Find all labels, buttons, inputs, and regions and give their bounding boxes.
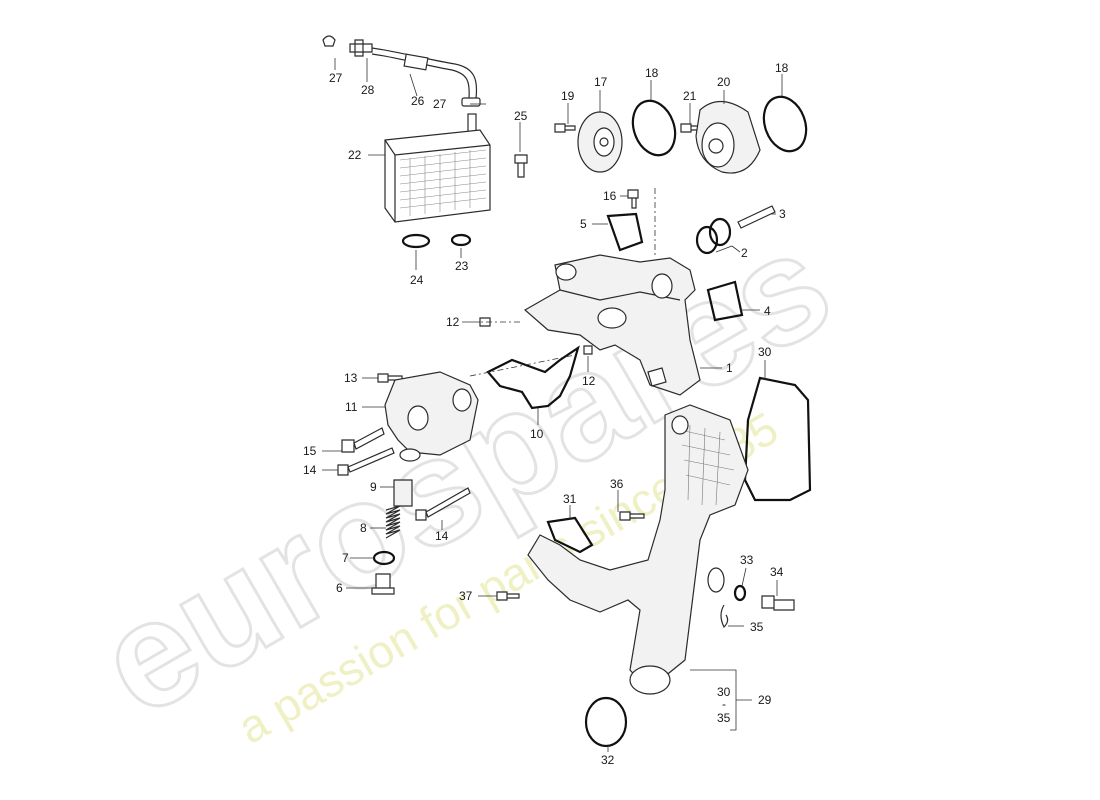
- oil-cooler[interactable]: [384, 129, 491, 223]
- callout-14-right: 14: [435, 529, 449, 543]
- center-line: [469, 188, 656, 377]
- callout-5: 5: [580, 217, 587, 231]
- gasket-4[interactable]: [706, 280, 744, 322]
- oil-cooler-group: [322, 35, 528, 249]
- cooler-seal-ring-24[interactable]: [401, 233, 431, 249]
- callout-31: 31: [563, 492, 577, 506]
- screw-36[interactable]: [619, 511, 645, 521]
- callout-17: 17: [594, 75, 608, 89]
- callout-25: 25: [514, 109, 528, 123]
- range-separator: -: [722, 697, 726, 711]
- pin-3[interactable]: [737, 205, 776, 229]
- callout-21: 21: [683, 89, 697, 103]
- screw-37[interactable]: [496, 591, 520, 601]
- callout-27-top: 27: [329, 71, 343, 85]
- hose-clamp-top[interactable]: [322, 35, 336, 47]
- screw-19[interactable]: [554, 123, 576, 133]
- callout-33: 33: [740, 553, 754, 567]
- callout-4: 4: [764, 304, 771, 318]
- callout-22: 22: [348, 148, 362, 162]
- callout-11: 11: [345, 400, 358, 414]
- callout-12-left: 12: [446, 315, 460, 329]
- callout-labels: 27 28 26 27 22 25 24 23 19 17 18 21 20 1…: [303, 61, 789, 767]
- callout-28: 28: [361, 83, 375, 97]
- screw-16[interactable]: [627, 189, 639, 209]
- range-to-35: 35: [717, 711, 731, 725]
- o-ring-18a[interactable]: [626, 95, 683, 161]
- gasket-30[interactable]: [743, 376, 812, 502]
- oil-hose[interactable]: [371, 47, 478, 99]
- cooler-seal-ring-23[interactable]: [450, 233, 472, 247]
- hose-clamp-lower[interactable]: [461, 97, 481, 107]
- gasket-10[interactable]: [486, 345, 580, 410]
- callout-12-right: 12: [582, 374, 596, 388]
- callout-15: 15: [303, 444, 317, 458]
- callout-6: 6: [336, 581, 343, 595]
- callout-16: 16: [603, 189, 617, 203]
- callout-13: 13: [344, 371, 358, 385]
- o-ring-18b[interactable]: [757, 91, 814, 157]
- pump-cover-group: [554, 91, 814, 174]
- pump-cover-17[interactable]: [577, 111, 623, 173]
- main-housing-group: [469, 188, 776, 410]
- callout-23: 23: [455, 259, 469, 273]
- leader-lines: [322, 58, 783, 752]
- callout-20: 20: [717, 75, 731, 89]
- callout-32: 32: [601, 753, 615, 767]
- callout-18-left: 18: [645, 66, 659, 80]
- seal-ring-33[interactable]: [733, 584, 747, 602]
- main-oil-pump-housing[interactable]: [523, 254, 701, 396]
- spring-8[interactable]: [385, 505, 401, 539]
- range-bracket: [690, 669, 752, 731]
- o-ring-2a[interactable]: [695, 225, 719, 255]
- callout-8: 8: [360, 521, 367, 535]
- callout-26: 26: [411, 94, 425, 108]
- valve-housing-11[interactable]: [384, 371, 479, 462]
- range-from-30: 30: [717, 685, 731, 699]
- bolt-15[interactable]: [341, 427, 385, 453]
- callout-9: 9: [370, 480, 377, 494]
- pump-housing-20[interactable]: [695, 100, 761, 174]
- callout-30: 30: [758, 345, 772, 359]
- sensor-34[interactable]: [761, 595, 795, 611]
- hose-connector[interactable]: [349, 39, 373, 57]
- screw-21[interactable]: [680, 123, 700, 133]
- piston-9[interactable]: [393, 479, 413, 507]
- callout-35: 35: [750, 620, 764, 634]
- callout-2: 2: [741, 246, 748, 260]
- range-parent-29: 29: [758, 693, 772, 707]
- gasket-31[interactable]: [546, 516, 594, 554]
- callout-7: 7: [342, 551, 349, 565]
- plug-6[interactable]: [371, 573, 395, 595]
- oil-pickup-group: [496, 376, 812, 748]
- bolt-14a[interactable]: [337, 447, 395, 476]
- callout-36: 36: [610, 477, 624, 491]
- callout-27-lower: 27: [433, 97, 447, 111]
- plug-12a[interactable]: [479, 317, 491, 327]
- callout-18-right: 18: [775, 61, 789, 75]
- bolt-14b[interactable]: [415, 487, 471, 521]
- oil-pickup-pipe[interactable]: [527, 404, 749, 695]
- cooler-bolt[interactable]: [514, 154, 528, 178]
- callout-3: 3: [779, 207, 786, 221]
- o-ring-2b[interactable]: [708, 217, 732, 247]
- callout-37: 37: [459, 589, 473, 603]
- valve-block-group: [337, 371, 479, 595]
- callout-24: 24: [410, 273, 424, 287]
- gasket-5[interactable]: [606, 212, 644, 252]
- seal-ring-32[interactable]: [584, 696, 628, 748]
- callout-14-left: 14: [303, 463, 317, 477]
- plug-12b[interactable]: [583, 345, 593, 355]
- callout-19: 19: [561, 89, 575, 103]
- callout-1: 1: [726, 361, 733, 375]
- callout-10: 10: [530, 427, 544, 441]
- callout-34: 34: [770, 565, 784, 579]
- clip-35[interactable]: [720, 604, 729, 629]
